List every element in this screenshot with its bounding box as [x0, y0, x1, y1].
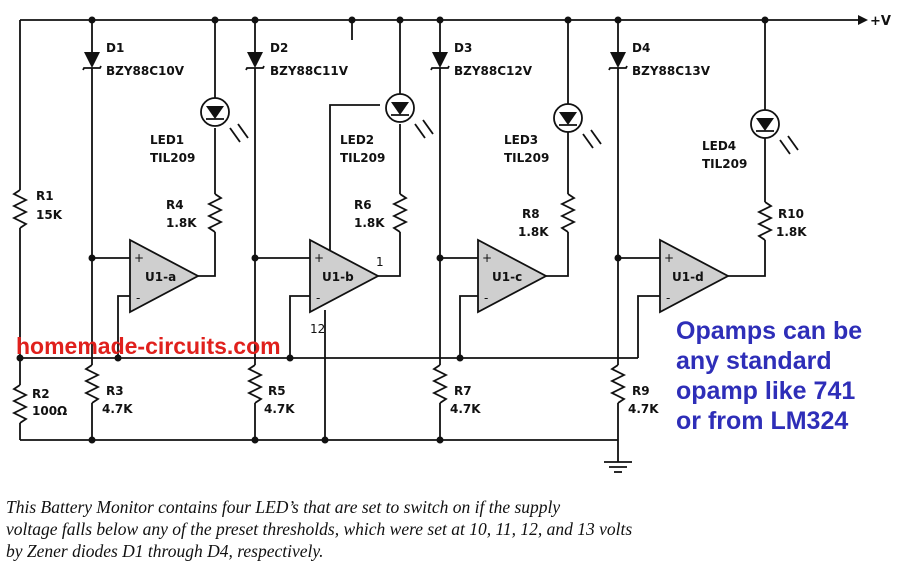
u1b-ref: U1-b: [322, 270, 354, 284]
u1a-minus-pin: -: [136, 291, 140, 305]
u1a-plus-pin: +: [134, 251, 144, 265]
battery-monitor-schematic: +V R1 15K R2 100Ω + - U1-a D1 BZY88C10V …: [11, 14, 891, 473]
r5-ref: R5: [268, 384, 286, 398]
r4-value: 1.8K: [166, 216, 197, 230]
supply-arrow-icon: [858, 15, 868, 25]
d1-ref: D1: [106, 41, 124, 55]
r6-ref: R6: [354, 198, 372, 212]
resistor-r3: [83, 364, 101, 404]
opamp-u1d: [659, 238, 730, 314]
note-line: opamp like 741: [676, 377, 856, 405]
r7-value: 4.7K: [450, 402, 481, 416]
watermark: homemade-circuits.com: [16, 333, 281, 359]
zener-d2-icon: [247, 52, 263, 68]
caption-line: This Battery Monitor contains four LED’s…: [6, 497, 561, 517]
led3-ref: LED3: [504, 133, 538, 147]
d4-ref: D4: [632, 41, 650, 55]
d1-part: BZY88C10V: [106, 64, 185, 78]
figure-caption: This Battery Monitor contains four LED’s…: [6, 496, 896, 562]
u1d-plus-pin: +: [664, 251, 674, 265]
r8-ref: R8: [522, 207, 540, 221]
resistor-r6: [391, 193, 409, 233]
u1b-supply-pin: 12: [310, 322, 325, 336]
r5-value: 4.7K: [264, 402, 295, 416]
u1d-minus-pin: -: [666, 291, 670, 305]
r6-value: 1.8K: [354, 216, 385, 230]
r4-ref: R4: [166, 198, 184, 212]
opamp-u1b: [309, 238, 380, 314]
resistor-r7: [431, 364, 449, 404]
r9-ref: R9: [632, 384, 650, 398]
d2-ref: D2: [270, 41, 288, 55]
opamp-note: Opamps can be any standard opamp like 74…: [676, 316, 901, 436]
zener-d1-icon: [84, 52, 100, 68]
caption-line: by Zener diodes D1 through D4, respectiv…: [6, 541, 324, 561]
caption-line: voltage falls below any of the preset th…: [6, 519, 633, 539]
led1-ref: LED1: [150, 133, 184, 147]
r9-value: 4.7K: [628, 402, 659, 416]
led4-part: TIL209: [702, 157, 747, 171]
r10-value: 1.8K: [776, 225, 807, 239]
led2-ref: LED2: [340, 133, 374, 147]
note-line: any standard: [676, 347, 832, 375]
supply-label: +V: [870, 14, 891, 29]
opamp-u1c: [477, 238, 548, 314]
d4-part: BZY88C13V: [632, 64, 711, 78]
note-line: Opamps can be: [676, 317, 863, 345]
resistor-r10: [756, 201, 774, 241]
d2-part: BZY88C11V: [270, 64, 349, 78]
note-line: or from LM324: [676, 407, 849, 435]
zener-d4-icon: [610, 52, 626, 68]
u1b-plus-pin: +: [314, 251, 324, 265]
resistor-r9: [609, 364, 627, 404]
resistor-r5: [246, 364, 264, 404]
led2-part: TIL209: [340, 151, 385, 165]
u1b-minus-pin: -: [316, 291, 320, 305]
r3-ref: R3: [106, 384, 124, 398]
r8-value: 1.8K: [518, 225, 549, 239]
r1-value: 15K: [36, 208, 63, 222]
u1b-out-pin: 1: [376, 255, 384, 269]
u1c-plus-pin: +: [482, 251, 492, 265]
r2-value: 100Ω: [32, 404, 67, 418]
resistor-r2: [11, 384, 29, 424]
r10-ref: R10: [778, 207, 804, 221]
u1c-ref: U1-c: [492, 270, 522, 284]
resistor-r4: [206, 193, 224, 233]
opamp-u1a: [129, 238, 200, 314]
r7-ref: R7: [454, 384, 472, 398]
led4-ref: LED4: [702, 139, 736, 153]
r3-value: 4.7K: [102, 402, 133, 416]
d3-ref: D3: [454, 41, 472, 55]
resistor-r1: [11, 189, 29, 229]
u1d-ref: U1-d: [672, 270, 704, 284]
led3-part: TIL209: [504, 151, 549, 165]
r1-ref: R1: [36, 189, 54, 203]
r2-ref: R2: [32, 387, 50, 401]
d3-part: BZY88C12V: [454, 64, 533, 78]
zener-d3-icon: [432, 52, 448, 68]
led1-part: TIL209: [150, 151, 195, 165]
u1c-minus-pin: -: [484, 291, 488, 305]
resistor-r8: [559, 193, 577, 233]
u1a-ref: U1-a: [145, 270, 176, 284]
